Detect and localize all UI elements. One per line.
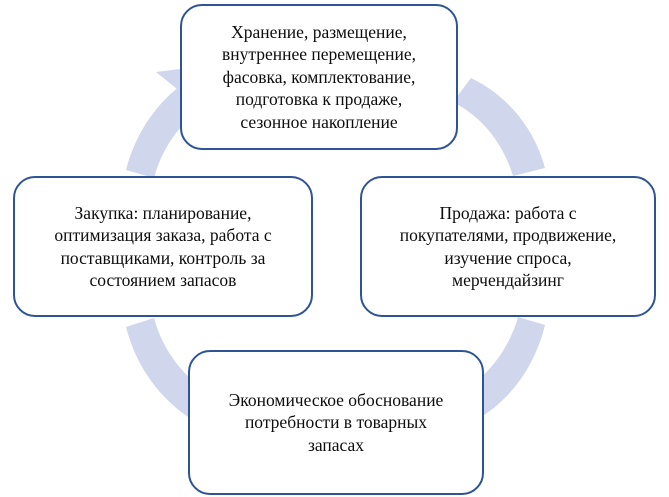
node-purchasing-label: Закупка: планирование, оптимизация заказ… bbox=[54, 202, 272, 290]
arc-bottom-right bbox=[464, 317, 545, 419]
node-sales-label: Продажа: работа с покупателями, продвиже… bbox=[399, 202, 617, 290]
arc-bottom-left bbox=[126, 318, 206, 419]
node-storage-label: Хранение, размещение, внутреннее перемещ… bbox=[221, 22, 416, 132]
node-sales[interactable]: Продажа: работа с покупателями, продвиже… bbox=[360, 176, 656, 317]
node-storage[interactable]: Хранение, размещение, внутреннее перемещ… bbox=[180, 4, 458, 150]
node-economic-label: Экономическое обоснование потребности в … bbox=[228, 389, 444, 455]
arc-top-right bbox=[453, 78, 545, 176]
node-economic[interactable]: Экономическое обоснование потребности в … bbox=[188, 350, 484, 495]
node-purchasing[interactable]: Закупка: планирование, оптимизация заказ… bbox=[13, 176, 313, 317]
